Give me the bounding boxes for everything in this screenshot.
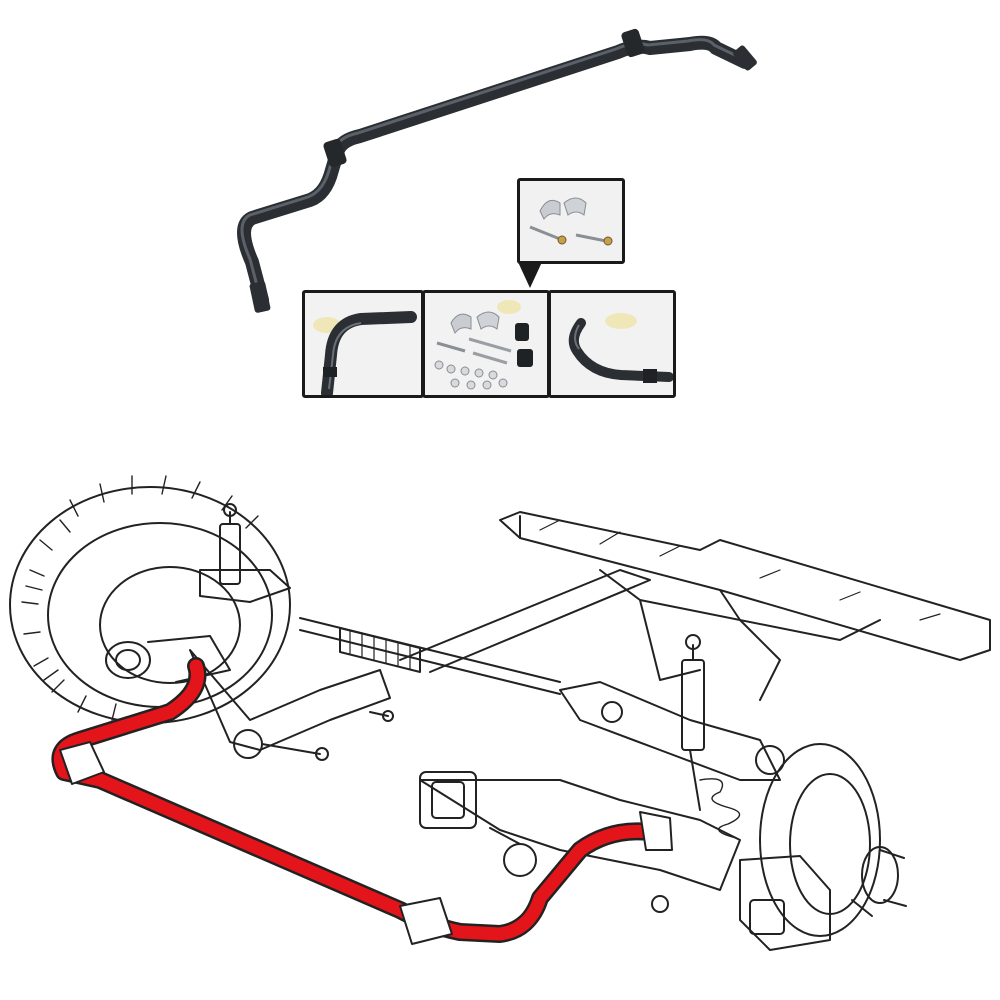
front-suspension-diagram-icon (9, 475, 991, 951)
hardware-kit-icon (520, 181, 622, 261)
bar-bend-icon (551, 293, 673, 395)
sway-bar-highlight-icon (51, 657, 673, 945)
hardware-kit-icon (425, 293, 547, 395)
thumbnail-bar-end-closeup[interactable] (302, 290, 424, 398)
bar-end-icon (305, 293, 421, 395)
thumbnail-full-hardware-kit[interactable] (422, 290, 550, 398)
sway-bar-photo-icon (237, 28, 757, 313)
thumbnail-bar-bend-closeup[interactable] (548, 290, 676, 398)
thumbnail-hardware-closeup[interactable] (517, 178, 625, 264)
callout-pointer-icon (518, 262, 542, 288)
